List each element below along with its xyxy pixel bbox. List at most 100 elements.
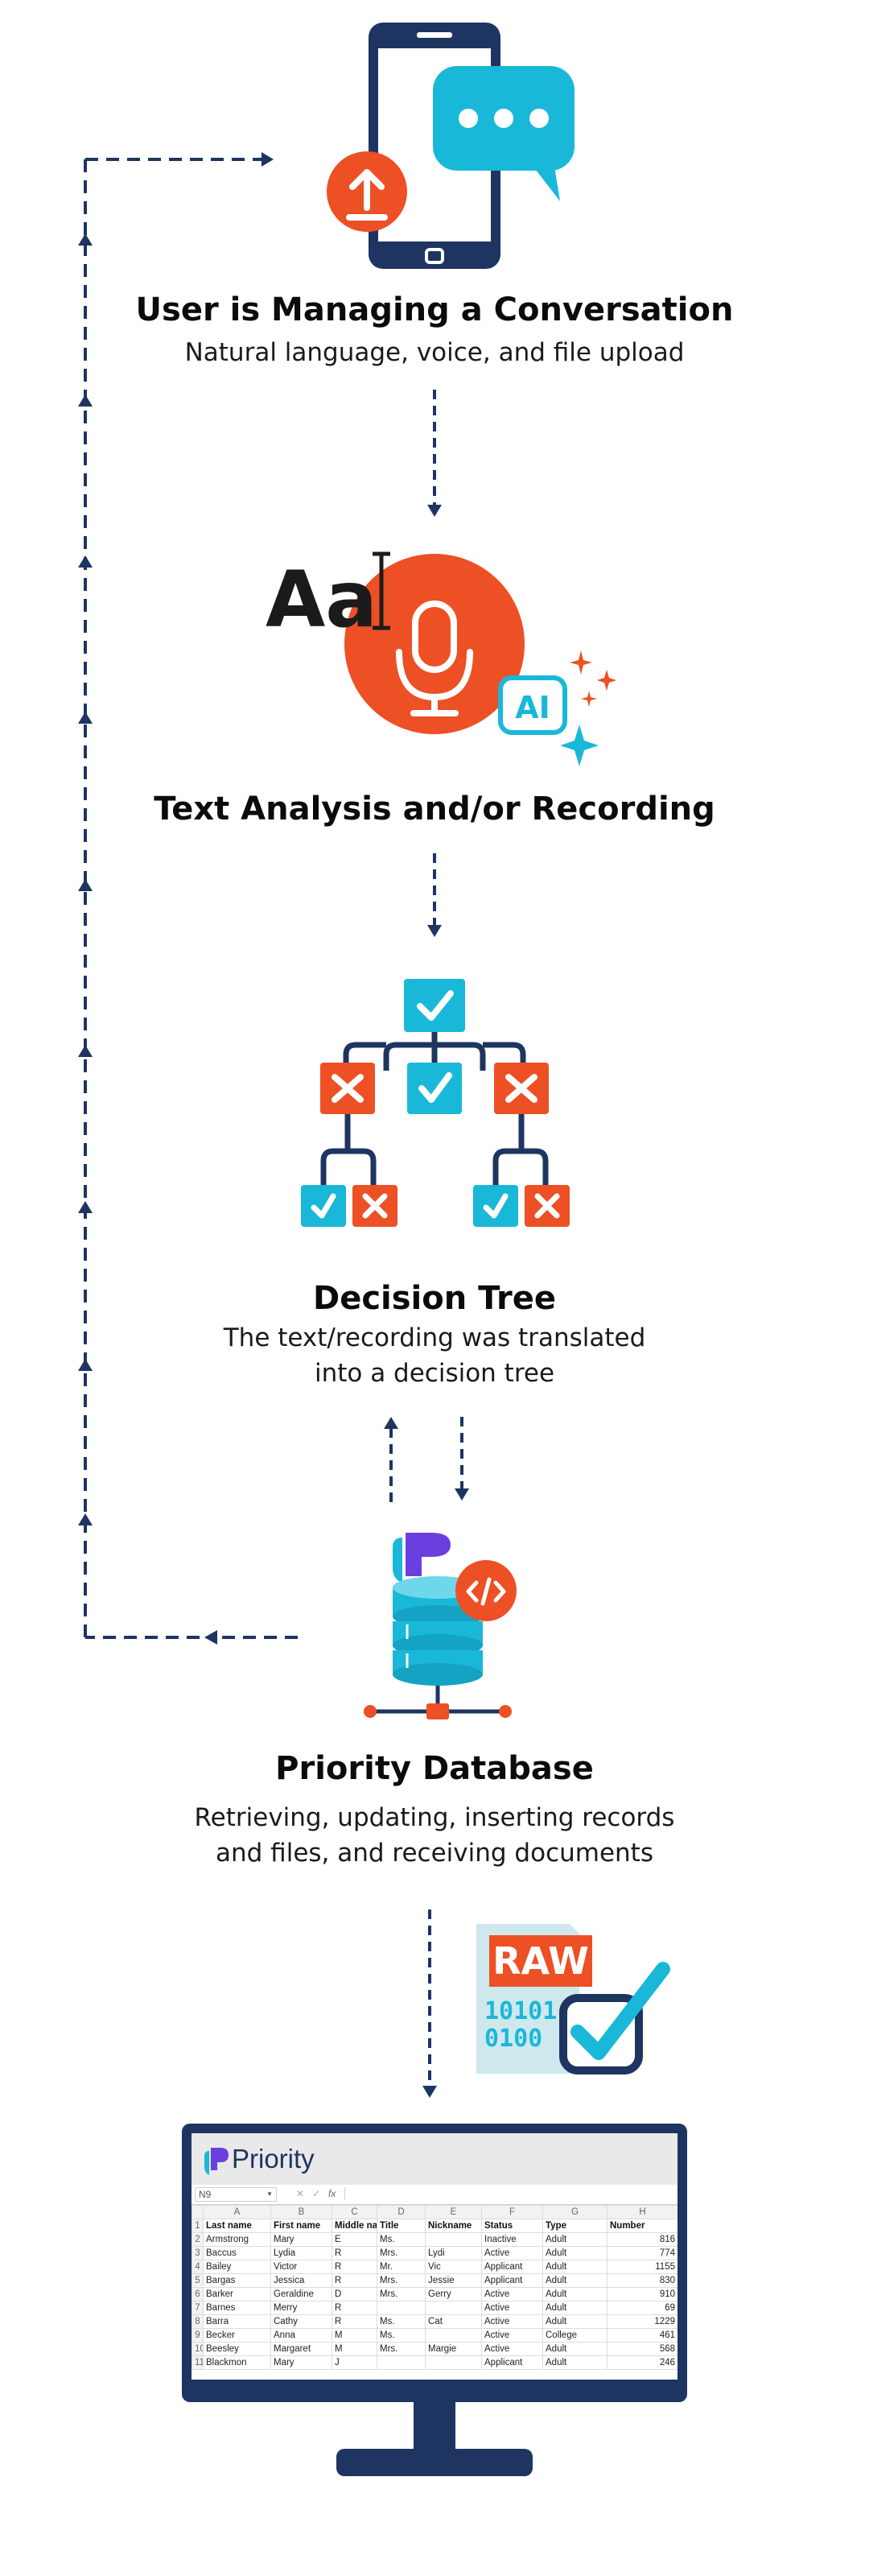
header-cell[interactable]: Number [607,2219,677,2233]
column-header-a[interactable]: A [203,2205,271,2219]
table-cell[interactable]: R [332,2273,377,2288]
select-all-corner[interactable] [192,2205,204,2219]
table-cell[interactable]: Adult [542,2314,607,2329]
table-cell[interactable]: Adult [542,2273,607,2288]
table-cell[interactable]: Vic [425,2260,482,2274]
table-cell[interactable]: Ms. [377,2232,426,2247]
table-cell[interactable]: Adult [542,2301,607,2315]
table-cell[interactable]: Merry [270,2301,332,2315]
column-header-g[interactable]: G [542,2205,607,2219]
table-cell[interactable] [377,2355,426,2370]
table-cell[interactable]: Lydia [270,2246,332,2260]
table-cell[interactable]: Anna [270,2328,332,2343]
formula-input[interactable] [344,2187,677,2200]
table-cell[interactable] [425,2301,482,2315]
table-cell[interactable]: 774 [607,2246,677,2260]
table-cell[interactable]: Geraldine [270,2287,332,2301]
table-cell[interactable]: M [332,2342,377,2356]
table-cell[interactable]: R [332,2246,377,2260]
table-cell[interactable]: Mrs. [377,2342,426,2356]
table-cell[interactable] [425,2355,482,2370]
table-cell[interactable]: E [332,2232,377,2247]
header-cell[interactable]: Last name [203,2219,271,2233]
table-cell[interactable]: Applicant [481,2273,543,2288]
table-cell[interactable]: Adult [542,2287,607,2301]
table-cell[interactable]: 1229 [607,2314,677,2329]
table-cell[interactable]: Barnes [203,2301,271,2315]
table-cell[interactable] [425,2232,482,2247]
table-cell[interactable]: 461 [607,2328,677,2343]
table-cell[interactable]: Adult [542,2232,607,2247]
table-cell[interactable]: Barra [203,2314,271,2329]
table-cell[interactable]: Gerry [425,2287,482,2301]
table-cell[interactable]: Cat [425,2314,482,2329]
row-number[interactable]: 2 [192,2232,204,2247]
column-header-c[interactable]: C [332,2205,377,2219]
table-cell[interactable] [377,2301,426,2315]
table-cell[interactable]: Mrs. [377,2273,426,2288]
column-header-b[interactable]: B [270,2205,332,2219]
table-cell[interactable]: 568 [607,2342,677,2356]
table-cell[interactable]: Cathy [270,2314,332,2329]
table-cell[interactable]: Baccus [203,2246,271,2260]
table-cell[interactable]: Active [481,2342,543,2356]
table-cell[interactable]: Jessica [270,2273,332,2288]
row-number[interactable]: 6 [192,2287,204,2301]
table-cell[interactable]: Beesley [203,2342,271,2356]
table-cell[interactable]: Active [481,2287,543,2301]
column-header-f[interactable]: F [481,2205,543,2219]
table-cell[interactable]: Active [481,2314,543,2329]
table-cell[interactable]: Ms. [377,2314,426,2329]
table-cell[interactable]: Margie [425,2342,482,2356]
table-cell[interactable]: Inactive [481,2232,543,2247]
table-cell[interactable]: Adult [542,2355,607,2370]
row-number[interactable]: 8 [192,2314,204,2329]
header-cell[interactable]: Middle na [332,2219,377,2233]
fx-icon[interactable]: fx [328,2188,336,2199]
table-cell[interactable]: R [332,2314,377,2329]
row-number[interactable]: 9 [192,2328,204,2343]
column-header-d[interactable]: D [377,2205,426,2219]
table-cell[interactable]: Adult [542,2246,607,2260]
header-cell[interactable]: Status [481,2219,543,2233]
table-cell[interactable]: Applicant [481,2260,543,2274]
table-cell[interactable]: College [542,2328,607,2343]
table-cell[interactable]: Ms. [377,2328,426,2343]
table-cell[interactable]: Mrs. [377,2246,426,2260]
table-cell[interactable]: Margaret [270,2342,332,2356]
name-box[interactable]: N9 ▼ [195,2187,277,2202]
table-cell[interactable]: R [332,2260,377,2274]
table-cell[interactable]: Active [481,2301,543,2315]
table-cell[interactable]: Blackmon [203,2355,271,2370]
table-cell[interactable]: Barker [203,2287,271,2301]
table-cell[interactable]: Applicant [481,2355,543,2370]
table-cell[interactable]: 1155 [607,2260,677,2274]
table-cell[interactable]: Bargas [203,2273,271,2288]
table-cell[interactable]: Victor [270,2260,332,2274]
table-cell[interactable]: Bailey [203,2260,271,2274]
row-number[interactable]: 5 [192,2273,204,2288]
table-cell[interactable]: M [332,2328,377,2343]
table-cell[interactable]: 69 [607,2301,677,2315]
check-icon[interactable]: ✓ [312,2188,321,2199]
table-cell[interactable]: Mary [270,2232,332,2247]
table-cell[interactable]: Mr. [377,2260,426,2274]
row-number[interactable]: 11 [192,2355,204,2370]
table-cell[interactable]: J [332,2355,377,2370]
table-cell[interactable] [425,2328,482,2343]
table-cell[interactable]: Active [481,2246,543,2260]
table-cell[interactable]: D [332,2287,377,2301]
column-header-e[interactable]: E [425,2205,482,2219]
column-header-h[interactable]: H [607,2205,677,2219]
table-cell[interactable]: 830 [607,2273,677,2288]
table-cell[interactable]: Active [481,2328,543,2343]
table-cell[interactable]: Jessie [425,2273,482,2288]
header-cell[interactable]: Title [377,2219,426,2233]
header-cell[interactable]: First name [270,2219,332,2233]
table-cell[interactable]: 816 [607,2232,677,2247]
row-number[interactable]: 4 [192,2260,204,2274]
row-number[interactable]: 3 [192,2246,204,2260]
table-cell[interactable]: 246 [607,2355,677,2370]
table-cell[interactable]: Mrs. [377,2287,426,2301]
table-cell[interactable]: 910 [607,2287,677,2301]
